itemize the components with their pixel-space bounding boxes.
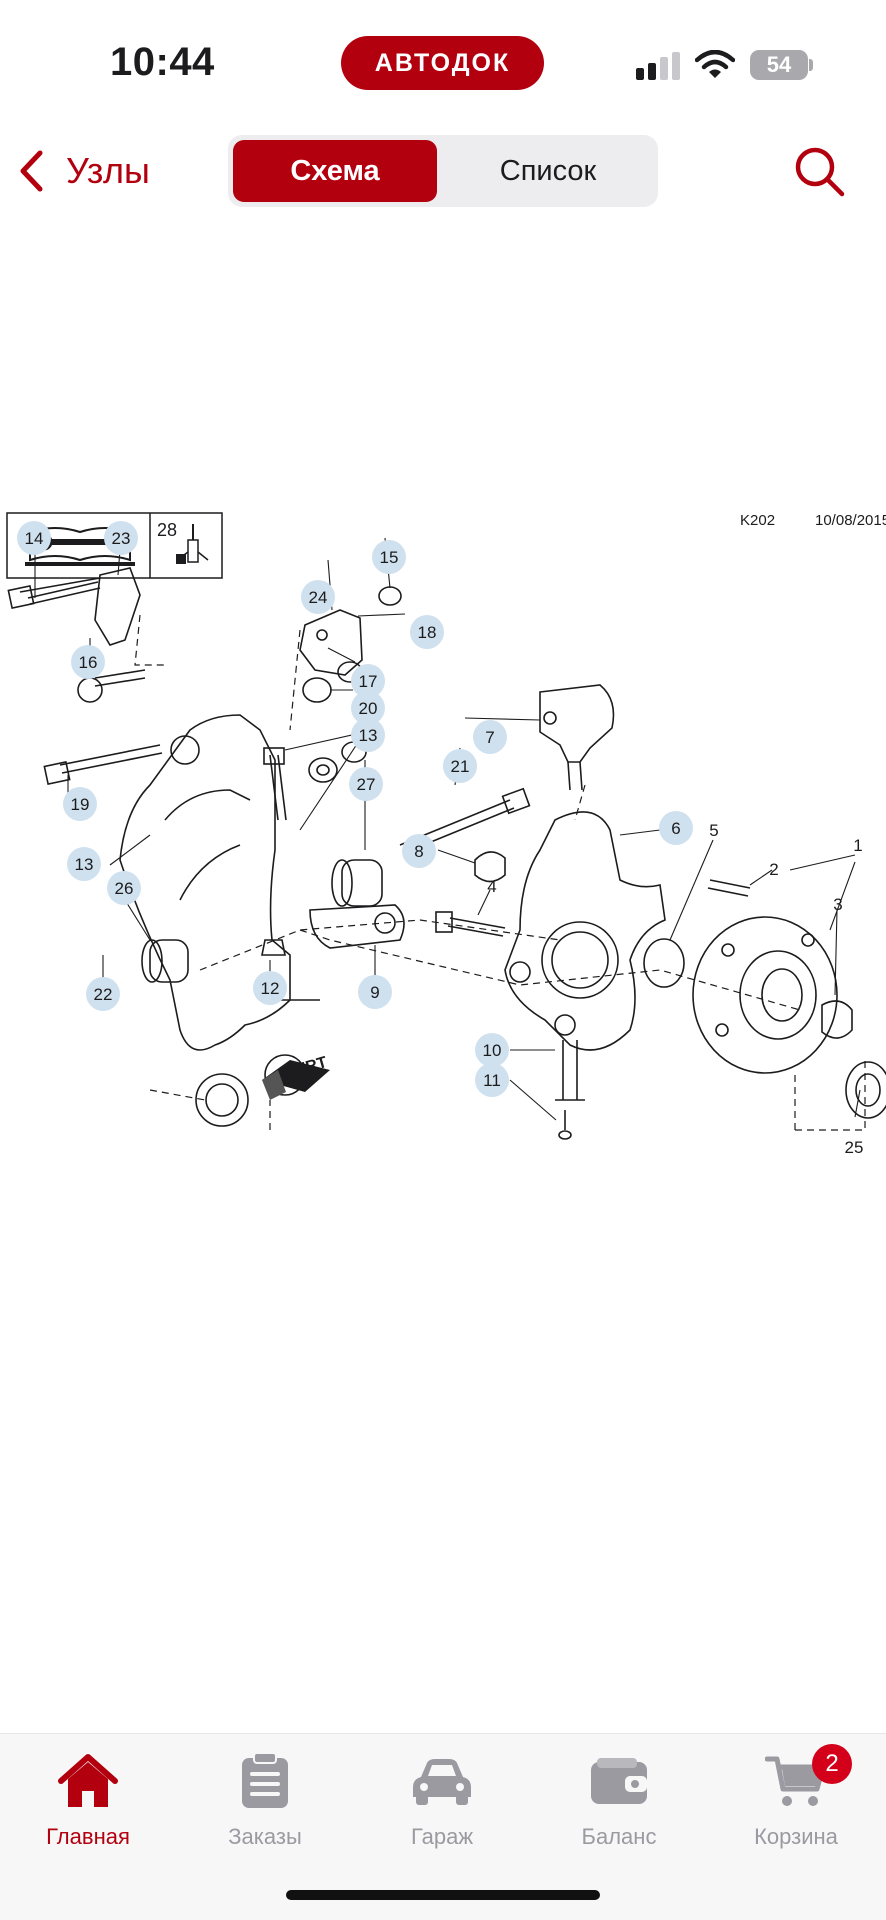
svg-text:19: 19: [71, 795, 90, 814]
svg-text:25: 25: [845, 1138, 864, 1157]
knuckle-assembly-drawing: [7, 567, 886, 1140]
part-callout[interactable]: 27: [349, 767, 383, 801]
search-icon[interactable]: [792, 144, 848, 200]
wallet-icon: [584, 1746, 654, 1816]
svg-text:23: 23: [112, 529, 131, 548]
home-icon: [53, 1746, 123, 1816]
tab-label: Главная: [46, 1824, 130, 1849]
part-callout[interactable]: 24: [301, 580, 335, 614]
part-callout[interactable]: 22: [86, 977, 120, 1011]
svg-text:20: 20: [359, 699, 378, 718]
svg-text:6: 6: [671, 819, 680, 838]
svg-text:14: 14: [25, 529, 44, 548]
part-callout[interactable]: 21: [443, 749, 477, 783]
part-callout[interactable]: 26: [107, 871, 141, 905]
view-switcher: Схема Список: [228, 135, 658, 207]
svg-text:13: 13: [359, 726, 378, 745]
svg-text:1: 1: [853, 836, 862, 855]
svg-text:12: 12: [261, 979, 280, 998]
svg-text:21: 21: [451, 757, 470, 776]
part-callout[interactable]: 23: [104, 521, 138, 555]
diagram-code: K202: [740, 512, 775, 529]
tool-icon: [176, 524, 209, 564]
part-label[interactable]: 4: [487, 877, 496, 896]
parts-diagram: 28 K202 10/08/2015: [0, 500, 886, 1420]
segment-scheme[interactable]: Схема: [233, 140, 437, 202]
part-callout[interactable]: 17: [351, 664, 385, 698]
part-label[interactable]: 25: [845, 1138, 864, 1157]
nav-bar: Узлы Схема Список: [0, 130, 886, 210]
part-callout[interactable]: 6: [659, 811, 693, 845]
svg-text:3: 3: [833, 895, 842, 914]
svg-text:11: 11: [483, 1071, 501, 1090]
part-callout[interactable]: 9: [358, 975, 392, 1009]
back-label: Узлы: [66, 150, 150, 191]
status-time: 10:44: [110, 40, 215, 84]
home-indicator[interactable]: [286, 1890, 600, 1900]
tab-bar: Главная Заказы Гараж: [0, 1733, 886, 1920]
part-callout[interactable]: 8: [402, 834, 436, 868]
tab-home[interactable]: Главная: [8, 1746, 168, 1876]
legend-box: 28: [6, 512, 223, 579]
wifi-icon: [695, 50, 735, 78]
svg-text:10: 10: [483, 1041, 502, 1060]
part-callout[interactable]: 18: [410, 615, 444, 649]
svg-text:8: 8: [414, 842, 423, 861]
battery-cap: [809, 59, 813, 71]
svg-text:15: 15: [380, 548, 399, 567]
tab-label: Заказы: [228, 1824, 302, 1849]
cellular-signal-icon: [636, 52, 680, 80]
svg-text:5: 5: [709, 821, 718, 840]
front-direction-arrow-icon: FRT: [262, 1054, 330, 1100]
part-callout[interactable]: 13: [351, 718, 385, 752]
svg-text:22: 22: [94, 985, 113, 1004]
part-label[interactable]: 5: [709, 821, 718, 840]
svg-text:17: 17: [359, 672, 378, 691]
orders-icon: [230, 1746, 300, 1816]
brand-logo: АВТОДОК: [341, 36, 544, 90]
legend-number: 28: [157, 520, 177, 540]
svg-text:9: 9: [370, 983, 379, 1002]
cart-badge: 2: [812, 1744, 852, 1784]
part-callout[interactable]: 15: [372, 540, 406, 574]
svg-text:2: 2: [769, 860, 778, 879]
callout-leaders: [34, 537, 861, 1121]
part-callout[interactable]: 14: [17, 521, 51, 555]
part-callout[interactable]: 7: [473, 720, 507, 754]
part-callout[interactable]: 20: [351, 691, 385, 725]
tab-orders[interactable]: Заказы: [185, 1746, 345, 1876]
diagram-date: 10/08/2015: [815, 512, 886, 529]
chevron-left-icon: [20, 150, 43, 192]
tab-balance[interactable]: Баланс: [539, 1746, 699, 1876]
back-button[interactable]: Узлы: [18, 146, 150, 196]
svg-text:4: 4: [487, 877, 496, 896]
svg-text:18: 18: [418, 623, 437, 642]
part-callout[interactable]: 13: [67, 847, 101, 881]
part-label[interactable]: 2: [769, 860, 778, 879]
svg-text:24: 24: [309, 588, 328, 607]
part-callout[interactable]: 11: [475, 1063, 509, 1097]
svg-text:13: 13: [75, 855, 94, 874]
tab-cart[interactable]: Корзина 2: [716, 1744, 876, 1876]
segment-list[interactable]: Список: [499, 154, 597, 187]
battery-level: 54: [766, 52, 792, 77]
tab-label: Гараж: [410, 1824, 474, 1849]
car-icon: [407, 1746, 477, 1816]
tab-label: Корзина: [754, 1824, 838, 1849]
tab-label: Баланс: [581, 1824, 657, 1849]
part-callout[interactable]: 19: [63, 787, 97, 821]
battery-icon: 54: [750, 50, 808, 80]
svg-text:26: 26: [115, 879, 134, 898]
assembly-guide-lines: [134, 614, 866, 1131]
tab-garage[interactable]: Гараж: [362, 1746, 522, 1876]
part-label[interactable]: 3: [833, 895, 842, 914]
part-label[interactable]: 1: [853, 836, 862, 855]
svg-text:7: 7: [485, 728, 494, 747]
part-callout[interactable]: 10: [475, 1033, 509, 1067]
svg-text:27: 27: [357, 775, 376, 794]
part-callout[interactable]: 12: [253, 971, 287, 1005]
status-bar: 10:44 АВТОДОК 54: [0, 0, 886, 120]
part-callout[interactable]: 16: [71, 645, 105, 679]
svg-text:16: 16: [79, 653, 98, 672]
